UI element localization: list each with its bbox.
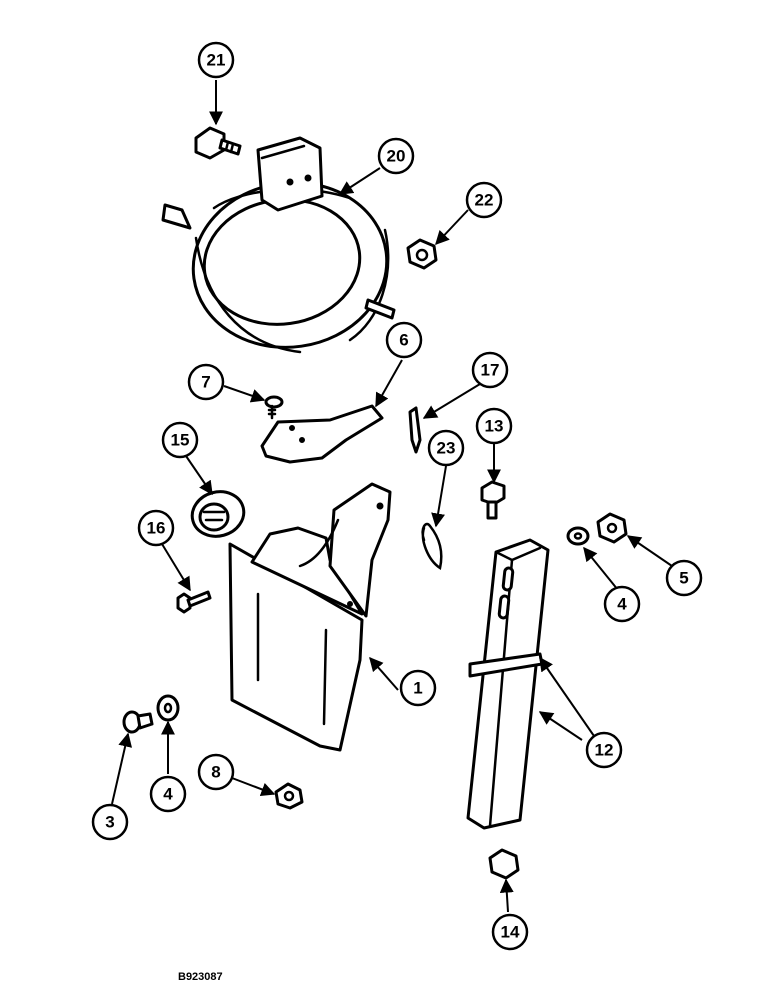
svg-text:13: 13: [485, 417, 504, 436]
svg-text:8: 8: [211, 763, 220, 782]
svg-text:4: 4: [163, 785, 173, 804]
figure-id: B923087: [178, 971, 223, 983]
callout-12: 12: [585, 731, 623, 769]
part-21-bolt: [194, 126, 242, 160]
callout-7: 7: [187, 363, 225, 401]
callout-3: 3: [91, 803, 129, 841]
callout-5: 5: [665, 559, 703, 597]
svg-text:3: 3: [105, 813, 114, 832]
part-20-band-clamp: [161, 136, 396, 354]
part-17-cotter-pin: [408, 406, 422, 454]
callout-4-lower: 4: [149, 775, 187, 813]
callout-13: 13: [475, 407, 513, 445]
part-22-nut: [406, 238, 438, 270]
svg-text:17: 17: [481, 361, 500, 380]
callout-22: 22: [465, 181, 503, 219]
svg-text:5: 5: [679, 569, 688, 588]
part-1-bracket: [228, 482, 392, 752]
part-4-washer-upper: [566, 526, 590, 546]
part-23-hair-pin: [421, 522, 443, 571]
part-15-bearing: [190, 490, 246, 538]
part-3-knob: [122, 710, 154, 734]
callout-6: 6: [385, 321, 423, 359]
part-6-plate: [260, 404, 384, 464]
callout-14: 14: [491, 913, 529, 951]
callout-4-upper: 4: [603, 585, 641, 623]
svg-text:15: 15: [171, 431, 190, 450]
part-13-bolt: [480, 480, 506, 520]
callout-8: 8: [197, 753, 235, 791]
callout-16: 16: [137, 509, 175, 547]
callout-15: 15: [161, 421, 199, 459]
svg-text:22: 22: [475, 191, 494, 210]
part-8-nut: [274, 782, 304, 810]
callout-20: 20: [377, 137, 415, 175]
part-7-screw: [264, 395, 284, 420]
part-16-bolt: [176, 590, 212, 614]
svg-text:4: 4: [617, 595, 627, 614]
part-4-washer-lower: [156, 694, 180, 722]
part-5-nut: [596, 512, 628, 544]
leader-lines: [111, 80, 673, 913]
svg-text:14: 14: [501, 923, 520, 942]
svg-text:16: 16: [147, 519, 166, 538]
callout-17: 17: [471, 351, 509, 389]
svg-text:6: 6: [399, 331, 408, 350]
svg-text:12: 12: [595, 741, 614, 760]
svg-text:7: 7: [201, 373, 210, 392]
svg-text:1: 1: [413, 679, 422, 698]
svg-text:23: 23: [437, 439, 456, 458]
part-14-nut: [488, 848, 520, 880]
part-12-support-bar: [466, 538, 550, 830]
callout-21: 21: [197, 41, 235, 79]
svg-text:21: 21: [207, 51, 226, 70]
svg-text:20: 20: [387, 147, 406, 166]
callout-23: 23: [427, 429, 465, 467]
callout-1: 1: [399, 669, 437, 707]
